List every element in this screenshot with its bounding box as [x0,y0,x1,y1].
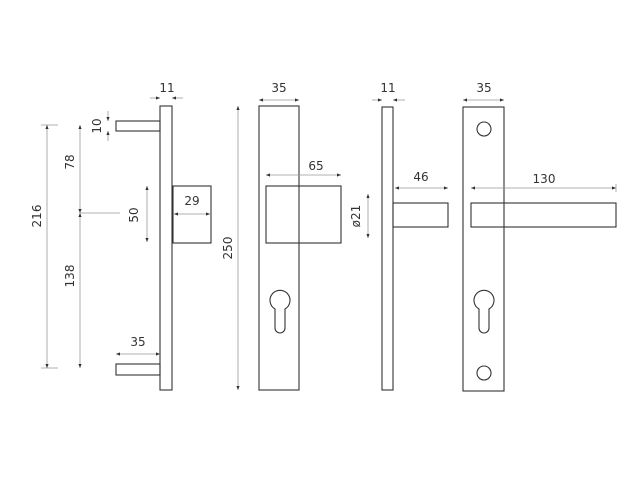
dim-plate-width: 35 [271,81,286,95]
front-view-lever: 35 130 [462,81,617,392]
dim-plate-height: 250 [221,237,235,260]
lever-side [392,202,449,228]
cylinder-keyhole [473,289,495,334]
plate-front-lever [462,106,505,392]
lever-front [470,202,617,228]
plate-side-lever [381,106,394,391]
plate-front [258,105,300,391]
dim-knob-diameter: 50 [127,207,141,222]
lower-rose [115,363,161,376]
dim-knob-projection: 29 [184,194,199,208]
dim-rose-thickness: 10 [90,118,104,133]
dim-plate-thickness-lever: 11 [380,81,395,95]
dim-lower-rose-projection: 35 [130,335,145,349]
dim-knob-width: 65 [308,159,323,173]
dim-lever-projection: 46 [413,170,428,184]
dim-plate-width-lever: 35 [476,81,491,95]
knob-side [172,185,212,244]
dim-total-spacing: 216 [30,205,44,228]
knob-front [265,185,342,244]
screw-hole-top [476,121,492,137]
screw-hole-bottom [476,365,492,381]
dim-lever-diameter: ø21 [349,205,363,228]
side-view-knob: 11 10 216 78 138 50 29 35 [30,81,212,391]
dim-lower-spacing: 138 [63,265,77,288]
side-view-lever: 11 46 ø21 [349,81,449,391]
front-view-knob: 35 250 65 [221,81,342,391]
dim-upper-spacing: 78 [63,154,77,169]
plate-side [159,105,173,391]
cylinder-keyhole [269,289,291,334]
upper-rose [115,120,161,132]
dim-lever-length: 130 [533,172,556,186]
dim-plate-thickness: 11 [159,81,174,95]
